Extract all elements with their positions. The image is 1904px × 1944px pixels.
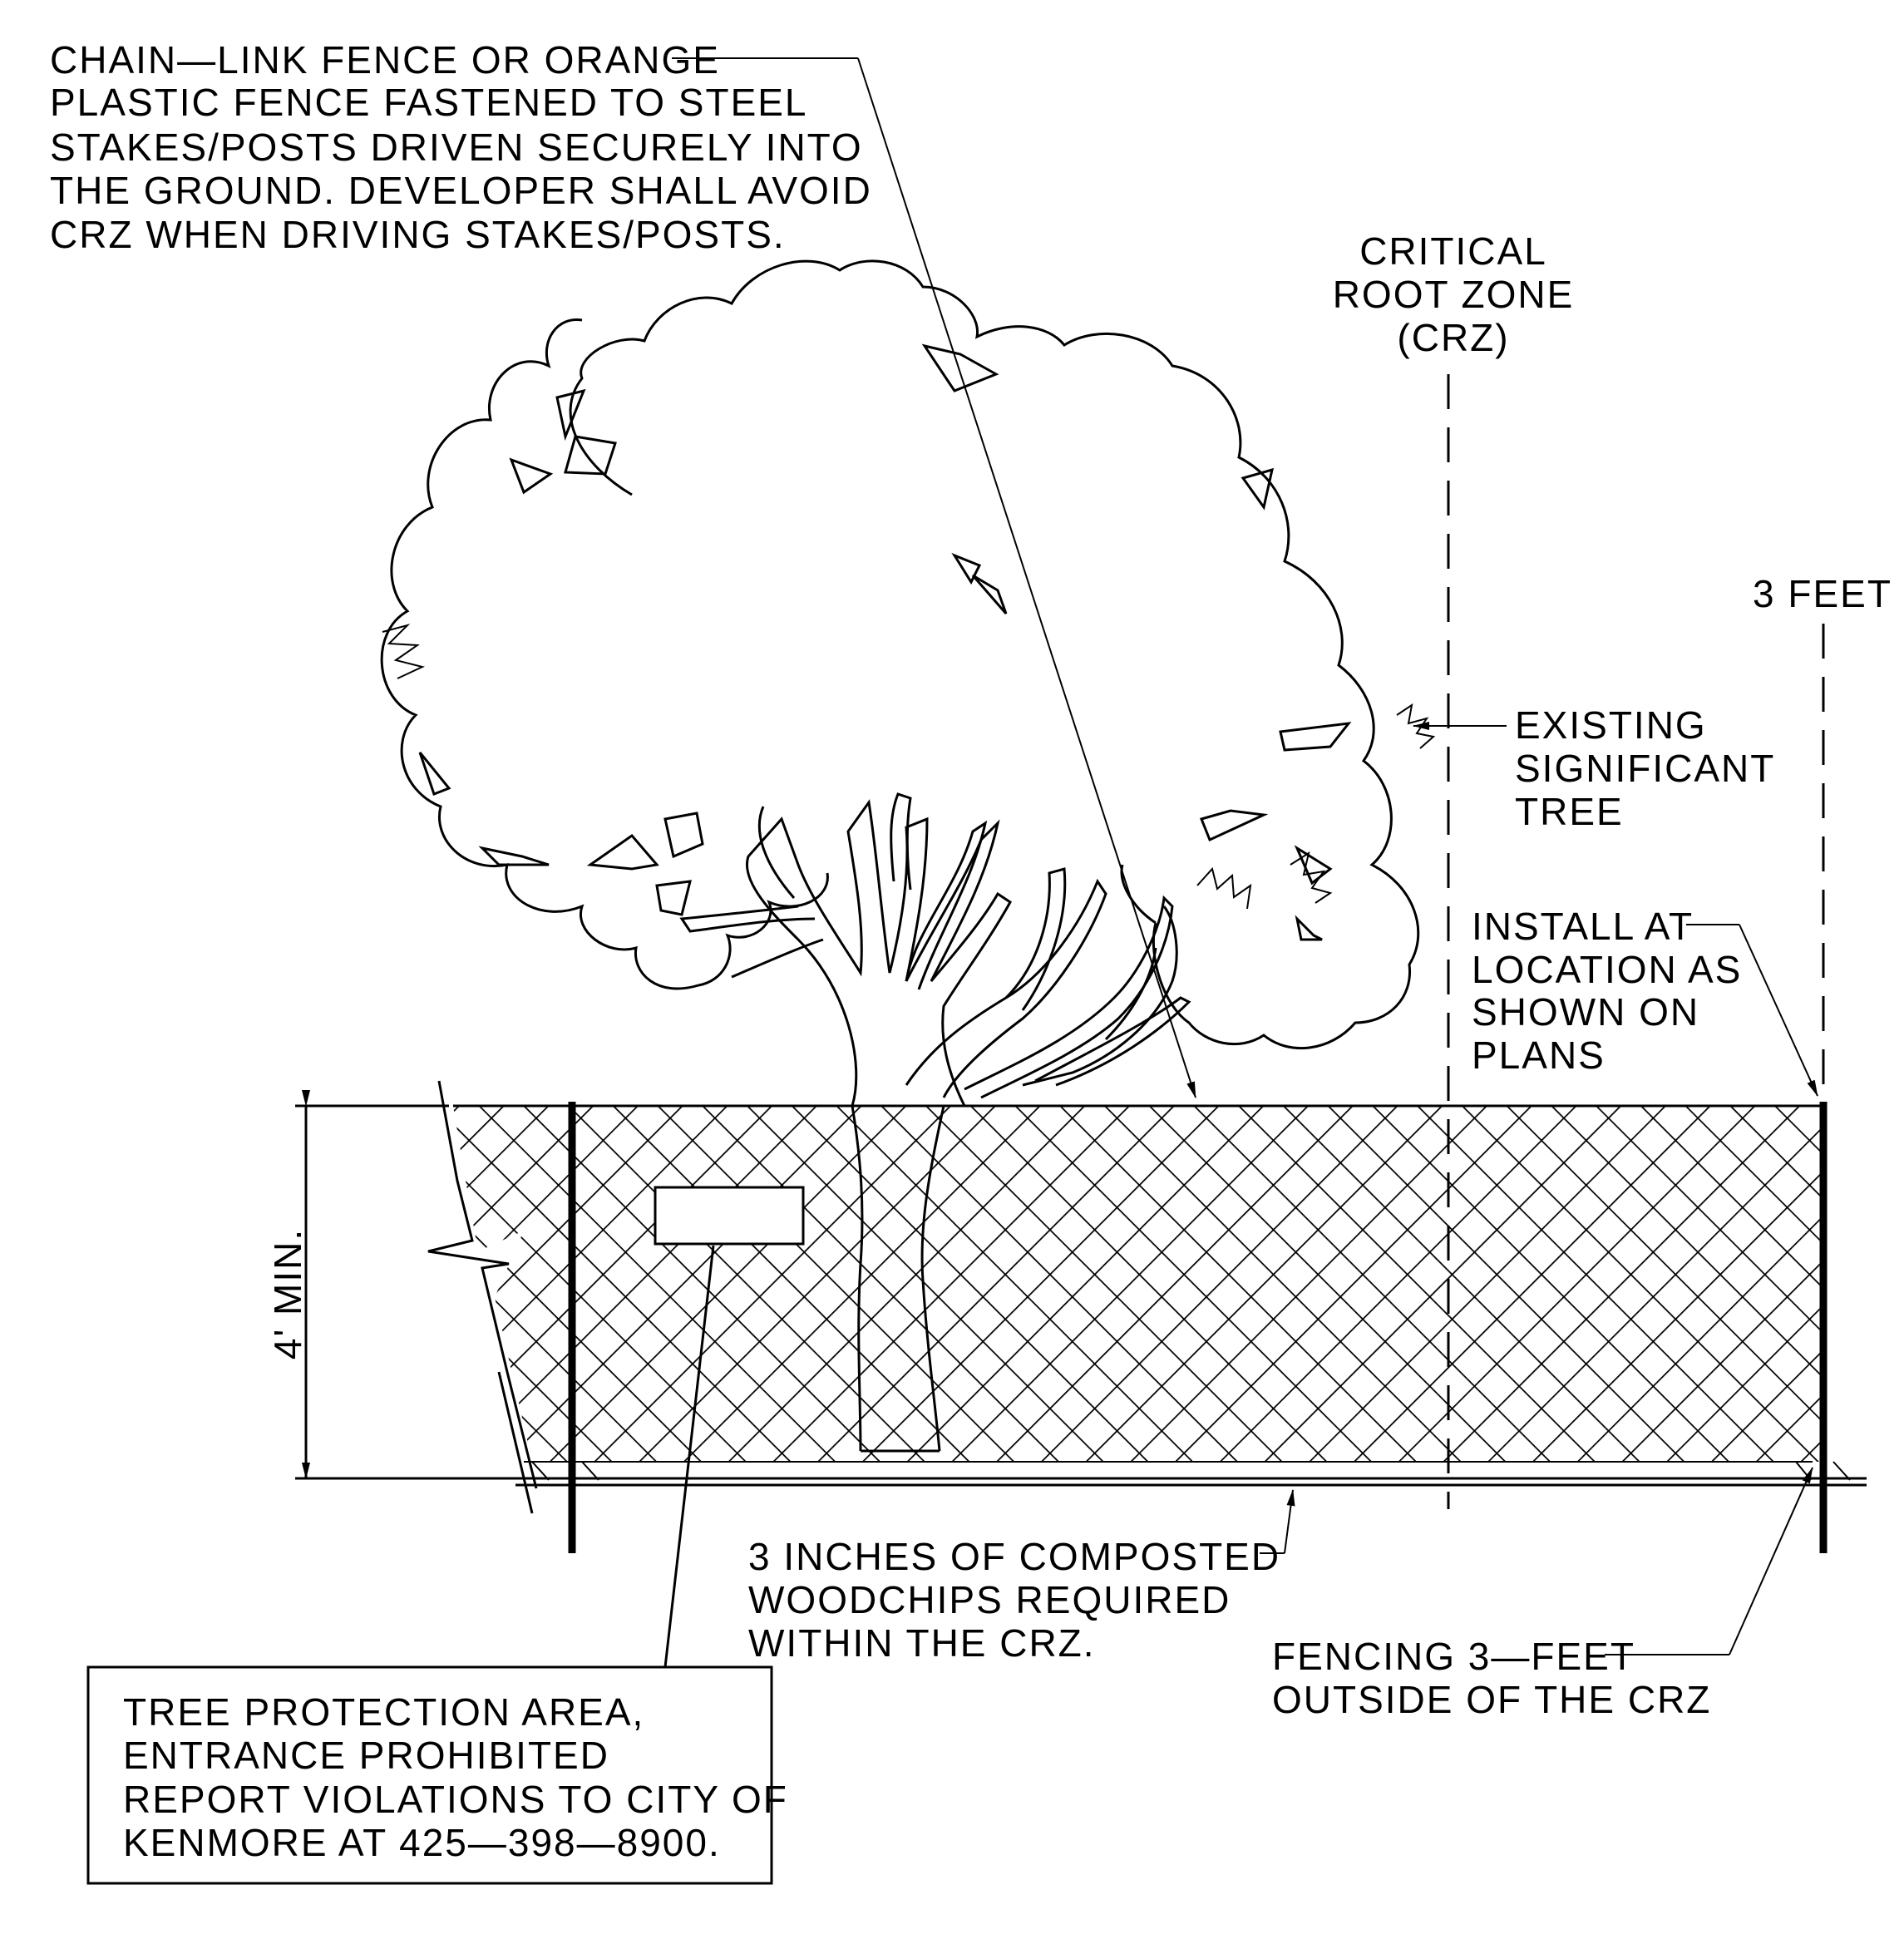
sign-line-2: ENTRANCE PROHIBITED [123, 1734, 609, 1777]
tree-label-line-1: EXISTING [1515, 703, 1707, 747]
crz-label-line-3: (CRZ) [1397, 316, 1509, 359]
install-label-line-4: PLANS [1472, 1034, 1606, 1077]
sign-line-1: TREE PROTECTION AREA, [123, 1690, 644, 1734]
fence-note-line-3: STAKES/POSTS DRIVEN SECURELY INTO [50, 126, 863, 169]
install-label-line-2: LOCATION AS [1472, 948, 1742, 991]
crz-label-line-1: CRITICAL [1359, 229, 1547, 273]
fence-note-line-1: CHAIN—LINK FENCE OR ORANGE [50, 38, 720, 81]
fencing-offset-label: FENCING 3—FEET OUTSIDE OF THE CRZ [1272, 1635, 1711, 1721]
sign-line-4: KENMORE AT 425—398—8900. [123, 1821, 721, 1864]
tree-label-line-3: TREE [1515, 790, 1624, 833]
install-label-line-1: INSTALL AT [1472, 905, 1694, 948]
height-label: 4' MIN. [266, 1228, 309, 1359]
height-dimension [295, 1090, 449, 1479]
tree-trunk [679, 792, 1191, 1453]
fence-note-line-4: THE GROUND. DEVELOPER SHALL AVOID [50, 169, 872, 212]
offset-label: 3 FEET [1753, 572, 1892, 615]
fence-note-line-2: PLASTIC FENCE FASTENED TO STEEL [50, 81, 808, 124]
tree-label: EXISTING SIGNIFICANT TREE [1515, 703, 1775, 833]
woodchips-label-line-1: 3 INCHES OF COMPOSTED [748, 1535, 1280, 1578]
sign-line-3: REPORT VIOLATIONS TO CITY OF [123, 1778, 788, 1821]
tree-canopy [380, 259, 1436, 1050]
crz-label: CRITICAL ROOT ZONE (CRZ) [1333, 229, 1575, 359]
sign-text-box: TREE PROTECTION AREA, ENTRANCE PROHIBITE… [86, 1665, 788, 1885]
fencing-offset-label-line-2: OUTSIDE OF THE CRZ [1272, 1678, 1711, 1721]
fencing-offset-label-line-1: FENCING 3—FEET [1272, 1635, 1635, 1678]
install-label: INSTALL AT LOCATION AS SHOWN ON PLANS [1472, 905, 1742, 1077]
tree-label-line-2: SIGNIFICANT [1515, 747, 1775, 790]
fence-note-line-5: CRZ WHEN DRIVING STAKES/POSTS. [50, 213, 786, 256]
install-label-line-3: SHOWN ON [1472, 990, 1699, 1034]
chain-link-fence [295, 1080, 1867, 1553]
fence-sign [654, 1186, 805, 1668]
woodchips-label-line-3: WITHIN THE CRZ. [748, 1621, 1096, 1665]
woodchips-label: 3 INCHES OF COMPOSTED WOODCHIPS REQUIRED… [748, 1535, 1280, 1665]
leader-lines [672, 57, 1818, 1655]
crz-label-line-2: ROOT ZONE [1333, 273, 1575, 316]
fence-note: CHAIN—LINK FENCE OR ORANGE PLASTIC FENCE… [50, 38, 872, 256]
woodchips-label-line-2: WOODCHIPS REQUIRED [748, 1578, 1231, 1621]
